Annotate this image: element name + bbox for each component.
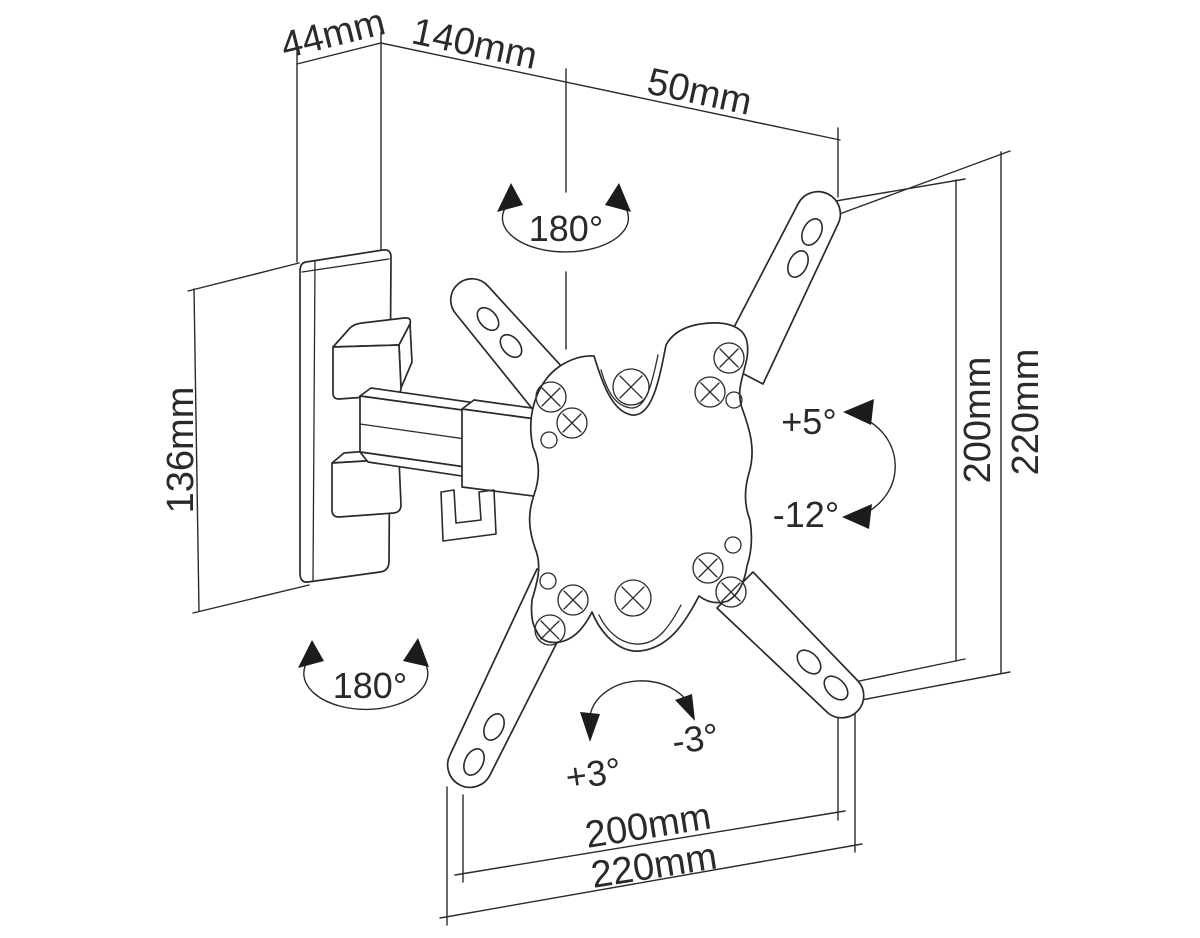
angle-label-roll-cw: +3° xyxy=(563,749,624,797)
screw-lr-1-cross-icon xyxy=(698,558,718,578)
screw-lr-2-cross-icon xyxy=(721,582,741,602)
tilt-arrow-up-icon xyxy=(843,399,874,425)
hinge-top-face xyxy=(332,317,412,348)
roll-arrow-right-icon xyxy=(675,694,695,721)
tilt-arc-group xyxy=(842,399,896,529)
roll-arc xyxy=(589,680,693,717)
arm-lr-slot-1 xyxy=(823,675,849,701)
hole-ur xyxy=(725,391,743,409)
arm-ll-slot-1 xyxy=(463,748,485,776)
angle-label-swivel-plate: 180° xyxy=(333,665,407,706)
dim-right-inner-ext-top xyxy=(823,178,966,204)
swivel-arm-arrow-left-icon xyxy=(497,183,523,212)
swivel-arm-arrow-right-icon xyxy=(605,183,631,212)
screw-ur-1-cross-icon xyxy=(719,348,739,368)
roll-arc-group xyxy=(580,680,695,742)
swivel-plate-arrow-left-icon xyxy=(298,640,324,668)
dim-bottom-outer-line xyxy=(439,843,863,919)
swivel-plate-arc-group xyxy=(298,638,429,711)
angle-label-tilt-up: +5° xyxy=(781,401,836,442)
dim-right-outer-ext-top xyxy=(833,150,1011,217)
screw-ur-2 xyxy=(694,376,726,408)
swivel-arm-arc-group xyxy=(497,183,631,253)
vesa-plate xyxy=(528,322,753,652)
tilt-arc xyxy=(848,413,896,519)
arm-ll-slot-2 xyxy=(483,713,505,741)
dim-left-ext-top xyxy=(187,262,300,292)
vesa-bottom-tongue-inner-line xyxy=(598,604,682,645)
dim-top-group xyxy=(296,31,841,350)
roll-arrow-left-icon xyxy=(580,712,600,742)
screw-lr-1 xyxy=(692,552,724,584)
arm-ur-slot-2 xyxy=(787,250,809,278)
dim-top-line xyxy=(296,42,841,141)
dim-label-arm-extension: 140mm xyxy=(408,11,541,78)
dim-label-plate-offset: 50mm xyxy=(643,61,755,124)
screw-bottom-center xyxy=(614,579,652,617)
vesa-plate-outline xyxy=(528,322,753,652)
screw-ll-2 xyxy=(534,614,566,646)
swivel-plate-arc xyxy=(303,656,429,711)
screw-ur-1 xyxy=(713,342,745,374)
swivel-plate-arrow-right-icon xyxy=(403,638,429,667)
screw-ll-1 xyxy=(557,584,589,616)
screw-ur-2-cross-icon xyxy=(700,382,720,402)
vesa-screws xyxy=(534,342,747,646)
wall-plate-edge-line xyxy=(312,260,316,581)
adapter-arm-upper-right xyxy=(716,190,842,385)
dim-right-outer-ext-bottom xyxy=(855,671,1011,702)
screw-top-center-cross-icon xyxy=(619,375,643,399)
dim-bottom-inner-line xyxy=(454,810,846,876)
screw-top-center xyxy=(612,368,650,406)
dim-left-line xyxy=(193,288,200,612)
vesa-top-valley-inner-line xyxy=(600,354,659,409)
dim-left-group xyxy=(187,262,310,614)
tilt-arrow-down-icon xyxy=(842,504,872,529)
dim-label-bracket-height: 220mm xyxy=(1005,349,1047,476)
arm-ur-slot-1 xyxy=(801,218,823,246)
screw-bottom-center-cross-icon xyxy=(621,586,645,610)
screw-lr-2 xyxy=(715,576,747,608)
angle-label-roll-ccw: -3° xyxy=(669,715,721,762)
arm-ul-slot-1 xyxy=(476,306,500,332)
screw-ul-1 xyxy=(535,381,567,413)
wall-plate-top-face-line xyxy=(301,258,390,273)
arm-lr-body xyxy=(716,571,865,719)
screw-ll-2-cross-icon xyxy=(540,620,560,640)
dim-bottom-group xyxy=(439,691,863,926)
screw-ul-2 xyxy=(556,407,588,439)
dim-left-ext-bottom xyxy=(192,584,310,614)
dim-label-wall-plate-height: 136mm xyxy=(160,387,202,514)
swivel-arm-arc xyxy=(501,202,630,253)
adapter-arm-lower-right xyxy=(716,571,865,719)
hole-ul xyxy=(540,431,558,449)
cable-hook xyxy=(440,489,497,542)
hole-ll xyxy=(539,572,557,590)
screw-ll-1-cross-icon xyxy=(563,590,583,610)
dim-right-inner-ext-bottom xyxy=(844,658,966,685)
screw-ul-1-cross-icon xyxy=(541,387,561,407)
angle-label-tilt-down: -12° xyxy=(773,494,839,535)
dim-right-group xyxy=(823,150,1011,702)
angle-label-swivel-arm: 180° xyxy=(529,208,603,249)
hinge-bottom-front xyxy=(331,458,402,518)
arm-ur-body xyxy=(716,190,842,385)
hole-lr xyxy=(724,536,742,554)
dim-label-vesa-height: 200mm xyxy=(957,357,999,484)
arm-lr-slot-2 xyxy=(796,649,822,675)
screw-ul-2-cross-icon xyxy=(562,413,582,433)
arm-ul-slot-2 xyxy=(499,333,523,359)
dim-label-wall-depth: 44mm xyxy=(277,1,390,67)
